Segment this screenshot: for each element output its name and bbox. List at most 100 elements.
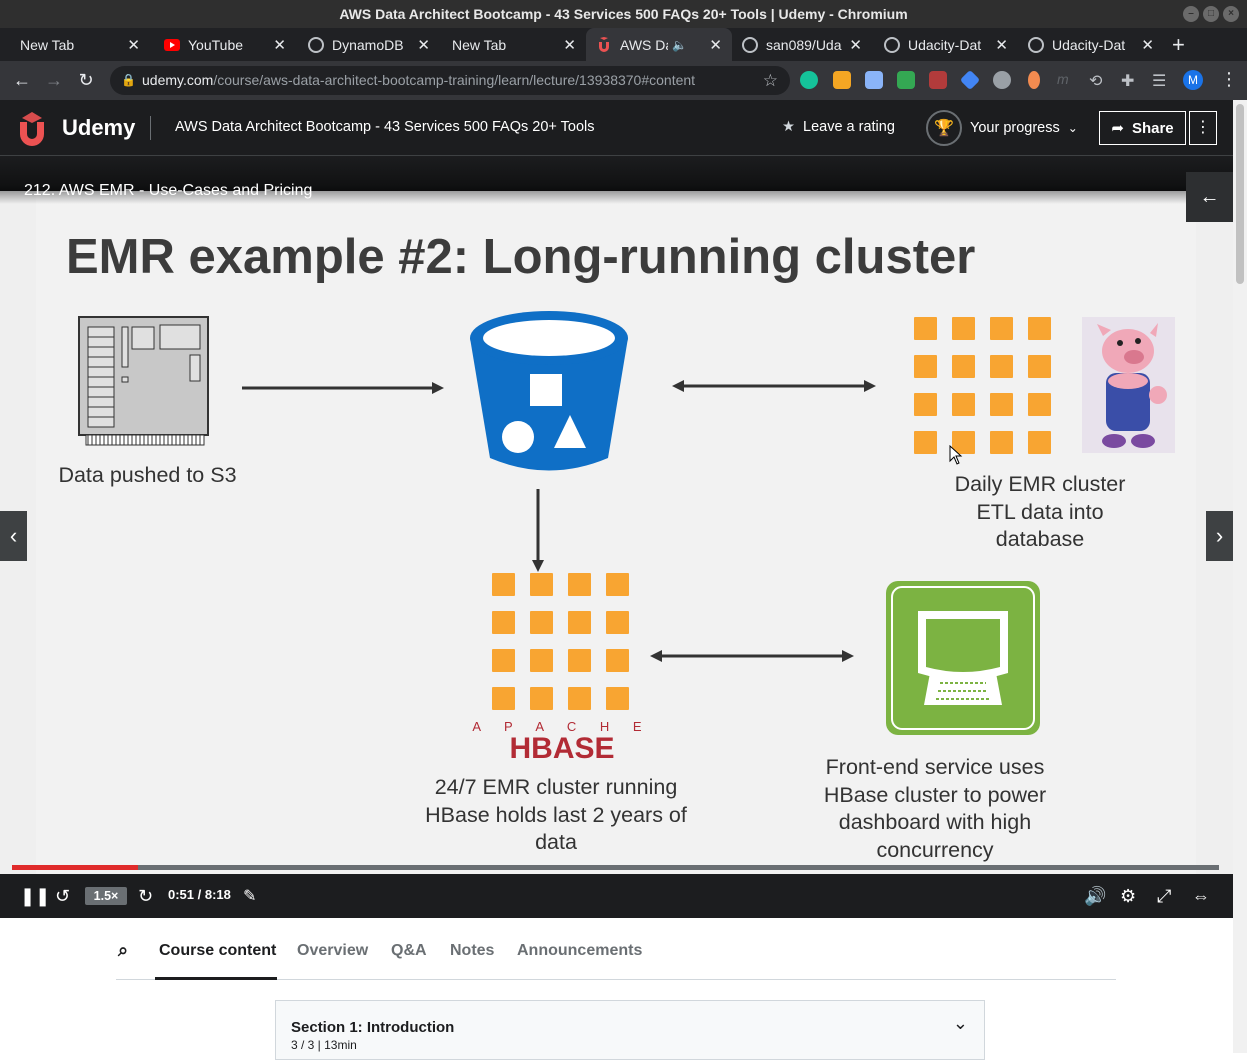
- chevron-down-icon[interactable]: ⌄: [952, 1013, 968, 1033]
- udemy-u-icon: [20, 112, 44, 146]
- url-path: /course/aws-data-architect-bootcamp-trai…: [213, 72, 696, 88]
- tab-label: DynamoDB: [332, 36, 404, 53]
- tab-overview[interactable]: Overview: [297, 942, 369, 959]
- extension-icon[interactable]: m: [1057, 71, 1069, 87]
- arrowhead: [672, 380, 684, 392]
- forward-icon[interactable]: ↻: [138, 886, 154, 906]
- bookmark-star-icon[interactable]: ☆: [762, 71, 778, 90]
- add-note-icon[interactable]: ✎: [243, 888, 257, 905]
- search-icon[interactable]: ⌕: [118, 940, 129, 960]
- profile-avatar[interactable]: M: [1183, 70, 1203, 90]
- ublock-extension-icon[interactable]: [929, 71, 947, 89]
- extension-icon[interactable]: [897, 71, 915, 89]
- docs-extension-icon[interactable]: [865, 71, 883, 89]
- browser-menu-icon[interactable]: ⋮: [1220, 69, 1238, 89]
- tab-course-content[interactable]: Course content: [159, 942, 277, 959]
- new-tab-plus-icon[interactable]: +: [1172, 32, 1185, 57]
- tab-label: YouTube: [188, 36, 244, 53]
- cloud-extension-icon[interactable]: [993, 71, 1011, 89]
- active-tab-underline: [155, 977, 277, 980]
- fullscreen-icon[interactable]: ⤢: [1157, 886, 1172, 906]
- audio-playing-icon[interactable]: 🔈: [672, 37, 687, 52]
- course-title[interactable]: AWS Data Architect Bootcamp - 43 Service…: [175, 119, 595, 135]
- maximize-button[interactable]: □: [1203, 6, 1219, 22]
- close-tab-icon[interactable]: ✕: [1141, 36, 1154, 54]
- address-bar[interactable]: 🔒 udemy.com/course/aws-data-architect-bo…: [110, 66, 790, 95]
- theater-mode-icon[interactable]: ⇔: [1192, 886, 1210, 906]
- scrollbar-thumb[interactable]: [1236, 104, 1244, 284]
- caption-hbase-cluster: 24/7 EMR cluster running HBase holds las…: [400, 774, 712, 857]
- share-button[interactable]: ➦ Share: [1099, 111, 1186, 145]
- reading-list-icon[interactable]: ☰: [1152, 73, 1167, 90]
- caption-line: ETL data into: [976, 499, 1104, 524]
- browser-tab[interactable]: Udacity-Dat ✕: [872, 28, 1018, 61]
- playback-speed-button[interactable]: 1.5×: [85, 887, 127, 905]
- settings-gear-icon[interactable]: ⚙: [1120, 886, 1137, 906]
- tab-notes[interactable]: Notes: [450, 942, 495, 959]
- close-tab-icon[interactable]: ✕: [995, 36, 1008, 54]
- more-options-icon[interactable]: ⋮: [1189, 111, 1217, 145]
- caption-frontend: Front-end service uses HBase cluster to …: [800, 754, 1070, 864]
- extension-badge-icon[interactable]: [833, 71, 851, 89]
- youtube-icon: [164, 37, 180, 53]
- github-icon: [742, 36, 758, 53]
- video-progress-bar[interactable]: [12, 865, 1219, 870]
- grammarly-extension-icon[interactable]: [800, 71, 818, 89]
- browser-tab[interactable]: Udacity-Dat ✕: [1018, 28, 1164, 61]
- back-arrow-icon[interactable]: ←: [13, 70, 31, 90]
- section-accordion[interactable]: Section 1: Introduction 3 / 3 | 13min ⌄: [275, 1000, 985, 1060]
- tab-announcements[interactable]: Announcements: [517, 942, 643, 959]
- your-progress-button[interactable]: 🏆 Your progress ⌄: [926, 110, 1078, 146]
- caption-daily-emr: Daily EMR cluster ETL data into database: [910, 471, 1170, 554]
- volume-icon[interactable]: 🔊: [1084, 886, 1107, 906]
- minimize-button[interactable]: –: [1183, 6, 1199, 22]
- close-tab-icon[interactable]: ✕: [709, 36, 722, 54]
- close-window-button[interactable]: ×: [1223, 6, 1239, 22]
- rewind-icon[interactable]: ↺: [55, 886, 71, 906]
- tab-label: New Tab: [452, 36, 507, 53]
- close-tab-icon[interactable]: ✕: [849, 36, 862, 54]
- extension-icon[interactable]: [959, 69, 981, 91]
- s3-bucket-icon: [470, 311, 628, 471]
- tab-qa[interactable]: Q&A: [391, 942, 427, 959]
- close-tab-icon[interactable]: ✕: [273, 36, 286, 54]
- udemy-logo[interactable]: Udemy: [16, 110, 135, 146]
- browser-tab[interactable]: New Tab ✕: [440, 28, 586, 61]
- close-tab-icon[interactable]: ✕: [417, 36, 430, 54]
- caption-line: 24/7 EMR cluster running: [434, 775, 678, 799]
- github-icon: [308, 36, 324, 53]
- brand-name: Udemy: [62, 115, 136, 140]
- next-lecture-chevron-icon[interactable]: ›: [1206, 511, 1233, 561]
- browser-tab[interactable]: san089/Uda ✕: [732, 28, 872, 61]
- share-label: Share: [1131, 119, 1174, 137]
- browser-tab[interactable]: YouTube ✕: [150, 28, 296, 61]
- tab-label: Udacity-Dat: [908, 36, 982, 53]
- page-scrollbar[interactable]: [1233, 100, 1247, 1053]
- browser-tab[interactable]: DynamoDB ✕: [296, 28, 440, 61]
- close-tab-icon[interactable]: ✕: [127, 36, 140, 54]
- tab-label: Udacity-Dat: [1052, 36, 1126, 53]
- puzzle-extensions-icon[interactable]: ✚: [1121, 73, 1135, 90]
- trophy-icon: 🏆: [926, 110, 962, 146]
- caption-line: HBase cluster to power: [823, 782, 1047, 807]
- history-icon[interactable]: ⟲: [1089, 73, 1103, 90]
- browser-tab-active[interactable]: AWS Dat 🔈 ✕: [586, 28, 732, 61]
- leave-rating-button[interactable]: ★ Leave a rating: [782, 119, 895, 135]
- playback-time: 0:51 / 8:18: [168, 887, 231, 902]
- github-icon: [1028, 36, 1044, 53]
- reload-icon[interactable]: ↻: [78, 70, 94, 90]
- close-tab-icon[interactable]: ✕: [563, 36, 576, 54]
- slide-heading: EMR example #2: Long-running cluster: [66, 230, 976, 284]
- pause-icon[interactable]: ❚❚: [20, 886, 51, 906]
- forward-arrow-icon[interactable]: →: [45, 70, 63, 90]
- extension-icon[interactable]: [1028, 71, 1040, 89]
- section-meta: 3 / 3 | 13min: [291, 1038, 357, 1052]
- mouse-cursor-icon: [949, 445, 963, 465]
- rating-label: Leave a rating: [803, 119, 895, 135]
- video-player[interactable]: A P A C H E HBASE EMR example #2: Long-r…: [0, 156, 1233, 918]
- expand-sidebar-arrow-icon[interactable]: ←: [1186, 172, 1233, 222]
- browser-tab[interactable]: New Tab ✕: [0, 28, 150, 61]
- arrowhead: [432, 382, 444, 394]
- previous-lecture-chevron-icon[interactable]: ‹: [0, 511, 27, 561]
- udemy-favicon-icon: [596, 36, 612, 53]
